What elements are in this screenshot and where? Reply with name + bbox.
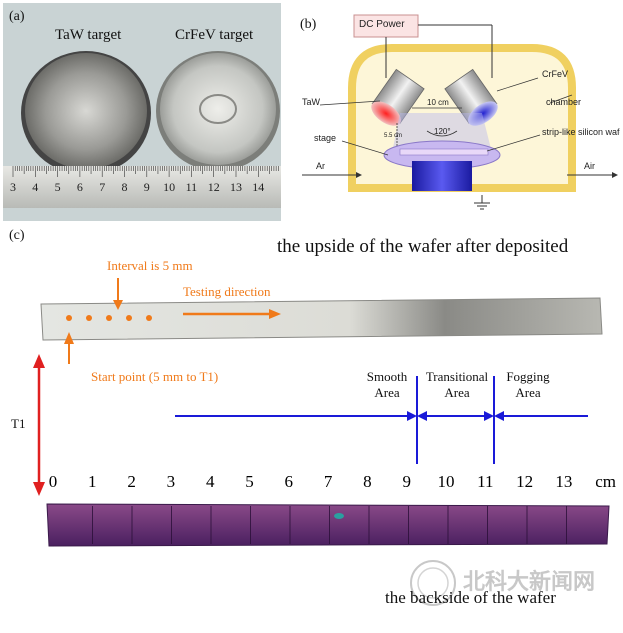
panel-a-label: (a) (9, 9, 25, 24)
scale-number: 4 (205, 472, 215, 491)
ruler-number: 12 (208, 180, 220, 194)
ruler-number: 4 (32, 180, 38, 194)
scale-number: 3 (166, 472, 176, 491)
scale-number: 0 (48, 472, 58, 491)
t1-label: T1 (11, 416, 26, 431)
scale-number: 8 (363, 472, 372, 491)
ruler-number: 14 (252, 180, 264, 194)
panel-c-wafer: (c) the upside of the wafer after deposi… (3, 226, 620, 628)
fogging-area-label: Fogging Area (506, 369, 550, 400)
panel-a-photo: 3 4 5 6 7 8 9 10 11 12 13 14 (a) TaW target CrFeV t… (3, 3, 281, 221)
ruler-number: 13 (230, 180, 242, 194)
backside-title: the backside of the wafer (385, 588, 556, 607)
panel-b-schematic: (b) DC Power TaW CrFeV chamber 10 cm 5.5… (292, 3, 620, 221)
scale-number: 6 (284, 472, 294, 491)
scale-number: 12 (516, 472, 534, 491)
crfev-plasma (468, 101, 498, 126)
scale-unit: cm (595, 472, 616, 491)
ruler-number: 11 (186, 180, 198, 194)
crfev-target-label: CrFeV target (175, 27, 254, 43)
ruler-number: 9 (144, 180, 150, 194)
scale-number: 2 (127, 472, 136, 491)
ruler-number: 7 (99, 180, 105, 194)
ruler (3, 166, 281, 208)
panel-c-label: (c) (9, 228, 25, 243)
smooth-area-label: Smooth Area (366, 369, 408, 400)
wafer-label: strip-like silicon wafer (542, 127, 620, 137)
ruler-number: 8 (122, 180, 128, 194)
taw-target (25, 53, 147, 169)
distance-label: 10 cm (427, 98, 449, 107)
ruler-number: 5 (55, 180, 61, 194)
chamber-label: chamber (546, 97, 582, 107)
test-point-dot (106, 315, 112, 321)
crfev-label: CrFeV (542, 69, 569, 79)
air-label: Air (584, 161, 595, 171)
angle-label: 120° (434, 127, 451, 136)
wafer-backside (46, 503, 610, 547)
watermark-text: 北科大新闻网 (463, 570, 596, 595)
scale-number: 7 (323, 472, 333, 491)
ar-label: Ar (316, 161, 325, 171)
wafer-upside (40, 297, 603, 341)
ruler-number: 10 (163, 180, 175, 194)
watermark-seal-icon (410, 560, 456, 606)
interval-label: Interval is 5 mm (107, 258, 193, 273)
wafer-diagram (33, 278, 610, 606)
height-label: 5.5 cm (384, 133, 403, 139)
testing-direction-label: Testing direction (183, 284, 271, 299)
scale-number: 1 (88, 472, 97, 491)
taw-plasma (371, 101, 401, 126)
transitional-area-label: Transitional Area (425, 369, 489, 400)
test-point-dot (86, 315, 92, 321)
upside-title: the upside of the wafer after deposited (277, 236, 569, 257)
scale-number: 10 (437, 472, 455, 491)
dc-power-label: DC Power (359, 19, 405, 30)
taw-target-label: TaW target (55, 27, 122, 43)
test-point-dot (126, 315, 132, 321)
scale-number: 9 (402, 472, 411, 491)
scale-number: 13 (555, 472, 573, 491)
start-point-label: Start point (5 mm to T1) (91, 369, 219, 384)
targets-photo: 3 4 5 6 7 8 9 10 11 12 13 14 (3, 3, 281, 221)
crfev-target (160, 53, 276, 165)
chamber-schematic (302, 14, 618, 210)
panel-b-label: (b) (300, 17, 317, 32)
stage-pedestal (412, 161, 472, 191)
ruler-number: 6 (77, 180, 83, 194)
taw-label: TaW (302, 97, 320, 107)
ruler-number: 3 (10, 180, 16, 194)
test-point-dot (66, 315, 72, 321)
test-point-dot (146, 315, 152, 321)
scale-number: 11 (477, 472, 494, 491)
stage-label: stage (314, 133, 337, 143)
scale-number: 5 (245, 472, 254, 491)
